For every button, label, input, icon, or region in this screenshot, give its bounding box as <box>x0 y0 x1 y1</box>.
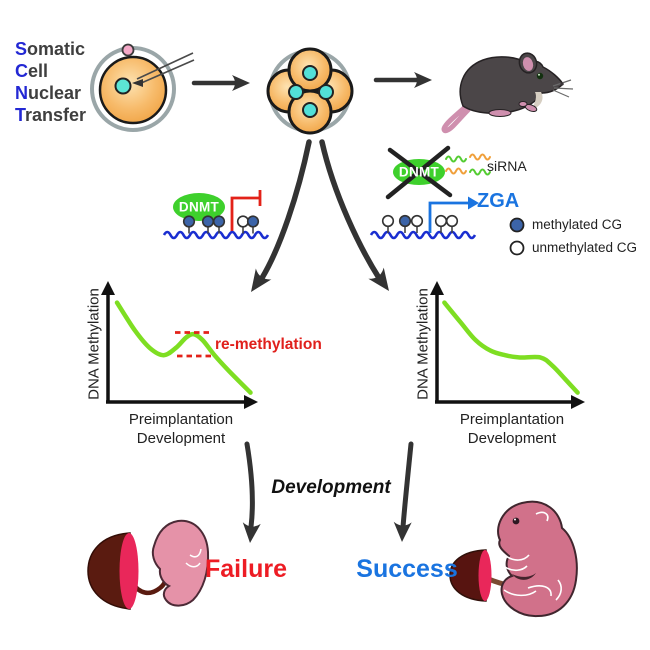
x-axis-label-left-1: Preimplantation <box>128 411 234 428</box>
fetus-limb-shadow <box>512 573 536 580</box>
legend-unmethylated-label: unmethylated CG <box>532 240 638 255</box>
legend-methylated-dot <box>509 217 525 233</box>
methylation-lollipops-left <box>182 215 260 234</box>
polar-body <box>121 43 135 57</box>
placenta-left-face <box>119 533 139 609</box>
methylation-lollipops-right <box>381 214 459 233</box>
mouse-illustration <box>441 52 574 134</box>
x-cross-icon <box>385 145 453 200</box>
donor-nucleus <box>114 77 132 95</box>
mouse-body <box>459 56 564 115</box>
y-axis-label-right: DNA Methylation <box>414 288 432 400</box>
remethylation-annotation: re-methylation <box>215 336 322 353</box>
fetus-illustration <box>497 500 578 618</box>
scnt-title: Somatic Cell Nuclear Transfer <box>15 38 86 126</box>
x-axis-label-right-1: Preimplantation <box>459 411 565 428</box>
dna-strand-left <box>162 230 270 240</box>
four-cell-embryo <box>266 47 354 135</box>
fetus-highlights <box>503 511 562 601</box>
diverging-arrow-left <box>251 139 312 292</box>
mouse-hind-foot <box>488 109 512 117</box>
dnmt-label: DNMT <box>178 199 220 215</box>
scnt-title-line: Nuclear <box>15 83 82 103</box>
empty-amniotic-sac <box>151 519 210 607</box>
graph-right <box>430 281 585 409</box>
graph-left <box>101 281 258 409</box>
scnt-title-line: Cell <box>15 61 49 81</box>
mouse-nose <box>560 82 564 86</box>
legend-methylated-label: methylated CG <box>532 217 623 232</box>
remethylation-dashes <box>175 331 214 358</box>
x-axis-label-right-2: Development <box>467 430 557 447</box>
arrow-right-icon <box>191 75 250 91</box>
mouse-tail <box>441 100 473 134</box>
development-arrow-right <box>393 441 414 542</box>
success-label: Success <box>356 555 458 583</box>
mouse-eye <box>536 72 544 80</box>
development-label: Development <box>271 477 391 498</box>
dnmt-pathway-knockdown <box>369 145 491 240</box>
repression-arrow-icon <box>230 190 262 233</box>
zga-activation-arrow-icon <box>428 196 479 233</box>
dna-strand-right <box>369 230 477 240</box>
sirna-label: siRNA <box>487 158 527 174</box>
y-axis-label-left: DNA Methylation <box>85 288 103 400</box>
arrow-right-icon <box>373 72 432 88</box>
scnt-title-line: Somatic <box>15 39 86 59</box>
sac-highlights <box>185 548 202 568</box>
methylation-curve-right <box>442 300 580 395</box>
success-illustration <box>449 500 578 618</box>
dnmt-oval <box>173 193 225 221</box>
methylation-curve-left <box>114 300 253 395</box>
fetus-eye <box>512 517 520 525</box>
placenta-right-face <box>478 550 492 601</box>
zga-label: ZGA <box>477 190 520 212</box>
legend-unmethylated-dot <box>509 240 525 256</box>
dnmt-label-crossed: DNMT <box>398 164 440 180</box>
diverging-arrow-right <box>319 139 389 291</box>
oocyte-illustration <box>90 43 195 132</box>
scnt-title-line: Transfer <box>15 105 87 125</box>
x-axis-label-left-2: Development <box>136 430 226 447</box>
pipette-tip <box>132 79 143 87</box>
sirna-squiggles-icon <box>445 153 491 176</box>
dnmt-pathway-active <box>162 190 270 240</box>
injection-pipette-icon <box>136 52 195 85</box>
failure-label: Failure <box>205 555 287 583</box>
failure-illustration <box>87 519 210 610</box>
development-arrow-left <box>242 441 261 543</box>
